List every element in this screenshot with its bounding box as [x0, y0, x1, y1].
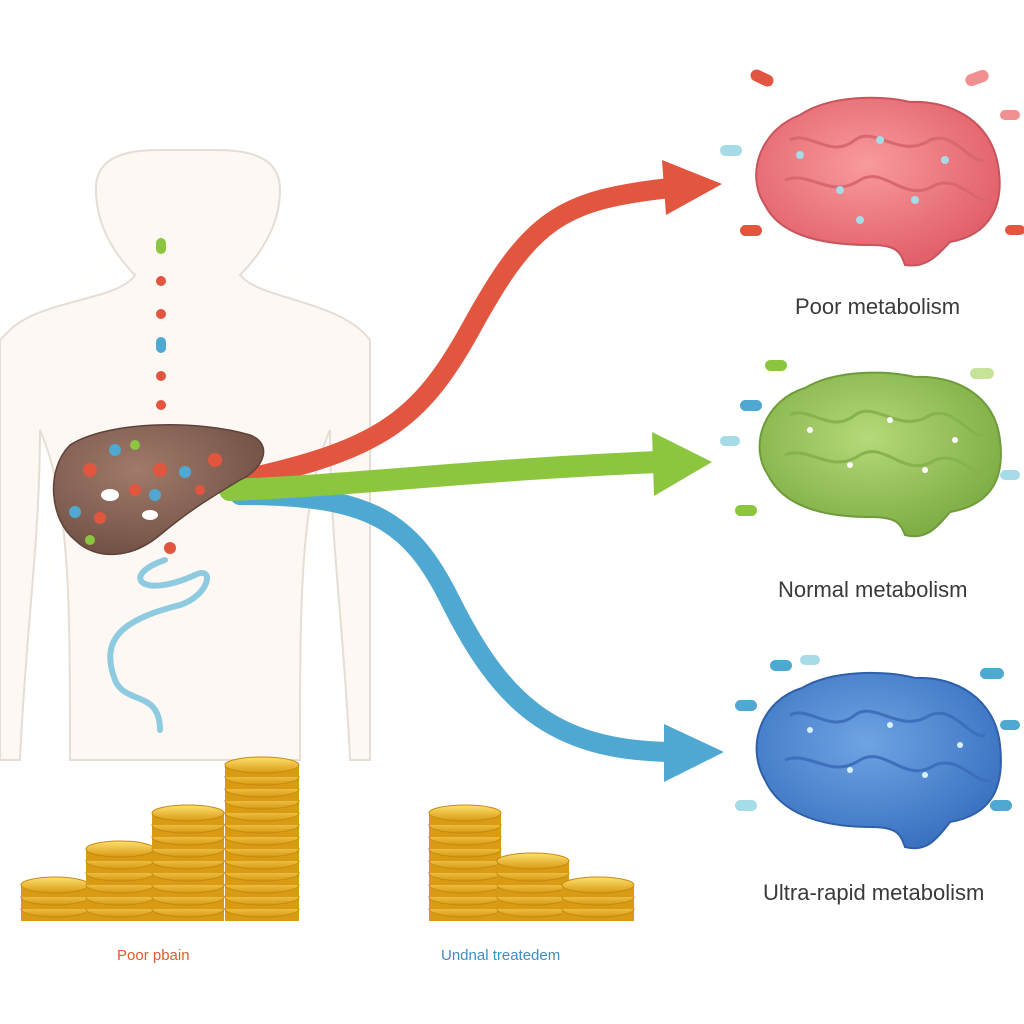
- normal-arrow: [219, 432, 712, 501]
- coin-face: [20, 876, 90, 894]
- coin-stack-left-icon: [20, 756, 300, 921]
- coin-face: [561, 876, 635, 894]
- liver-icon: [52, 424, 265, 556]
- coin-face: [428, 804, 502, 822]
- label-normal-metabolism: Normal metabolism: [778, 577, 968, 602]
- brain-normal-icon: [720, 360, 1020, 538]
- coin-face: [85, 840, 155, 858]
- coin-face: [224, 756, 300, 774]
- cost-label-left: Poor pbain: [117, 947, 190, 964]
- coin-stack-right-icon: [428, 804, 635, 921]
- label-ultra-rapid-metabolism: Ultra-rapid metabolism: [763, 880, 985, 905]
- label-poor-metabolism: Poor metabolism: [795, 294, 961, 319]
- cost-label-right: Undnal treatedem: [441, 947, 561, 964]
- coin-face: [496, 852, 570, 870]
- poor-arrow: [230, 160, 722, 490]
- brain-ultra-icon: [735, 655, 1020, 850]
- pill-column: [156, 238, 166, 410]
- ultra-arrow: [230, 485, 724, 782]
- brain-poor-icon: [720, 69, 1024, 267]
- intestine-icon: [107, 557, 210, 733]
- coin-face: [151, 804, 225, 822]
